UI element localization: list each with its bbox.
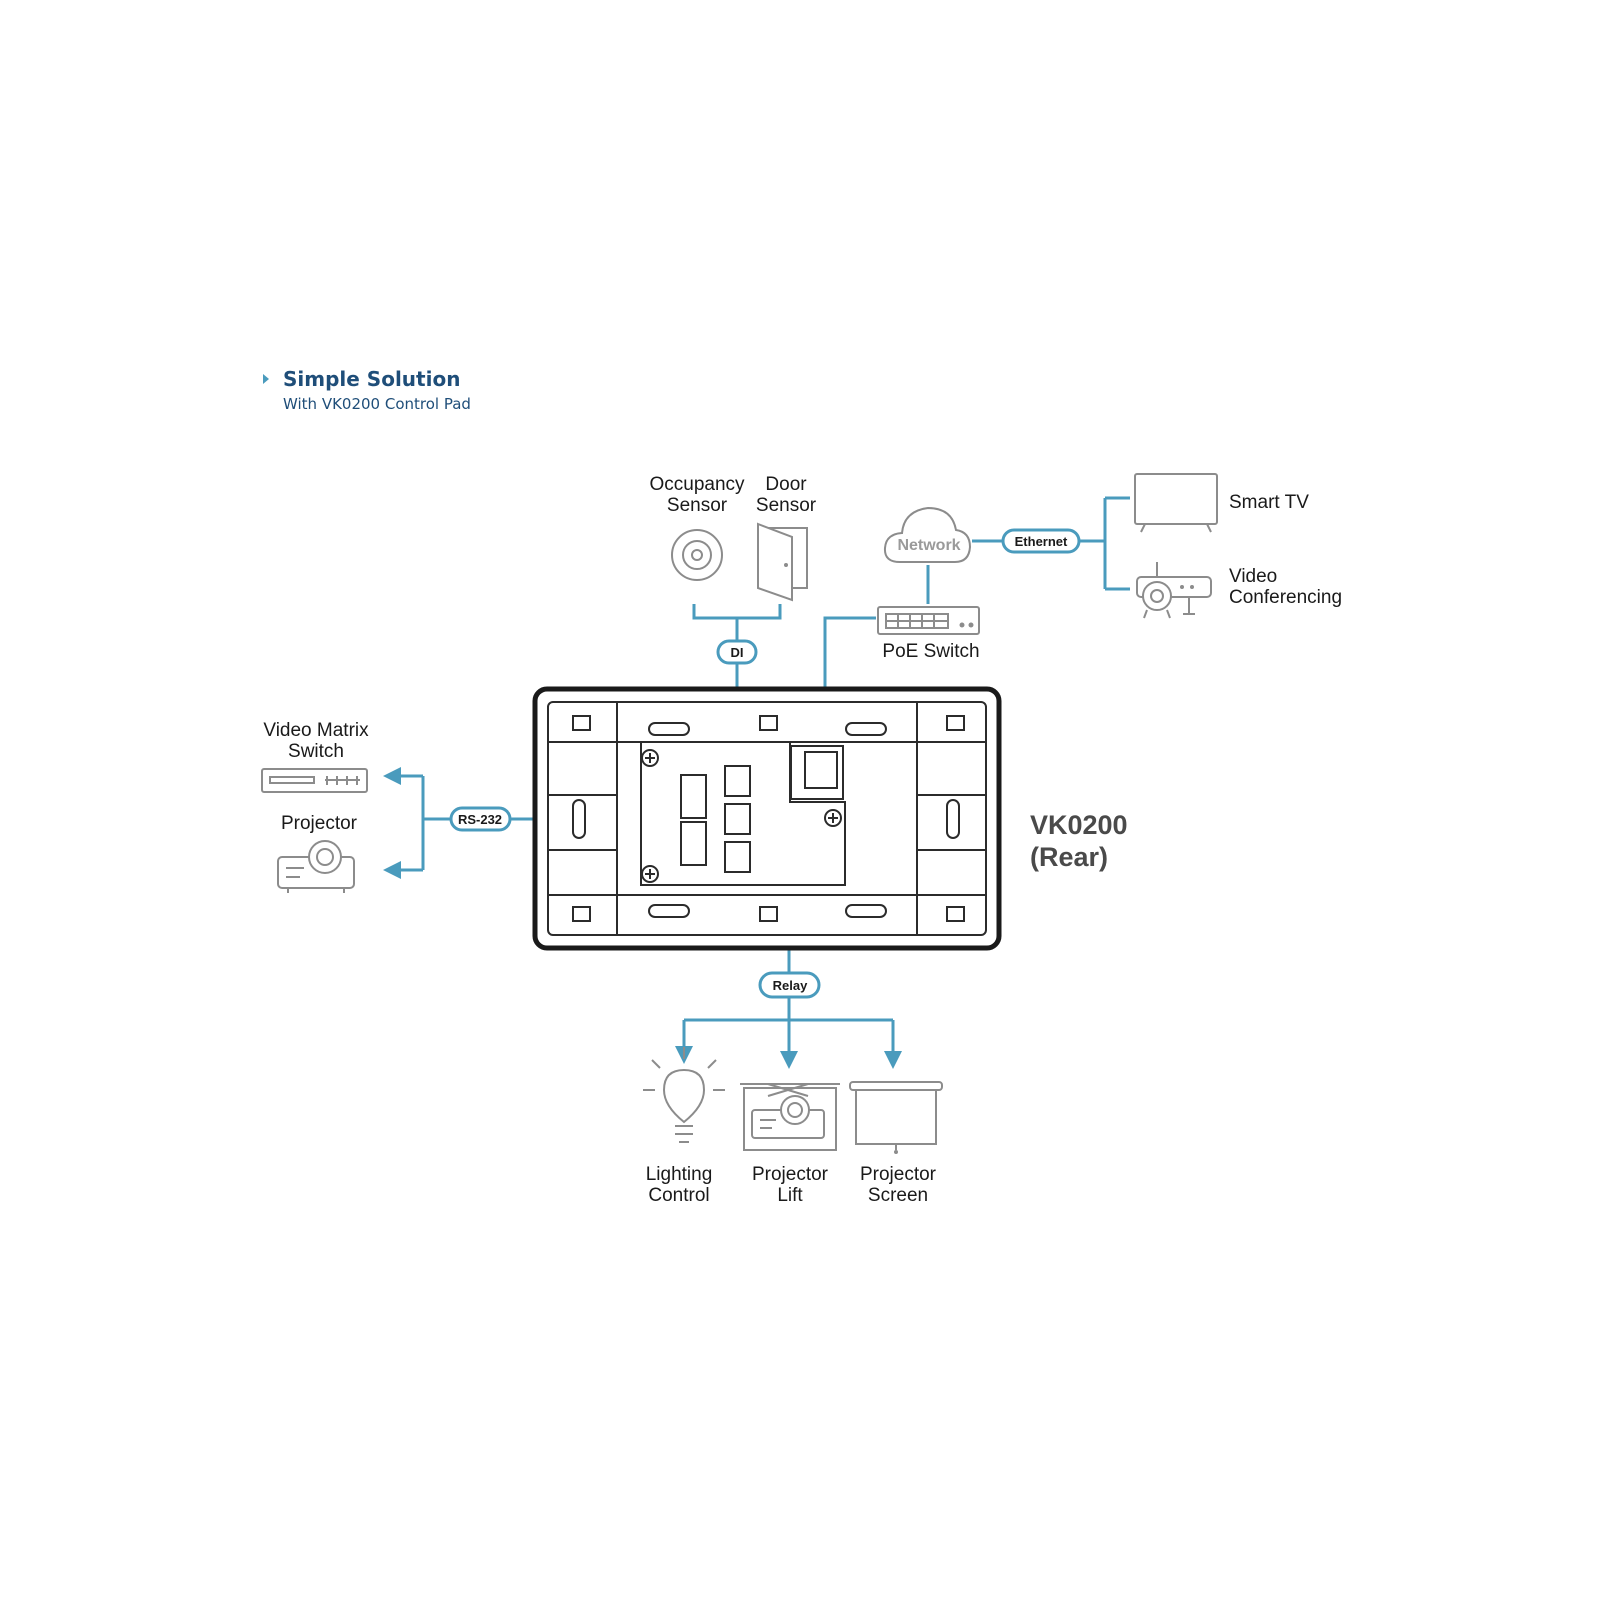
page-subtitle: With VK0200 Control Pad [283,395,471,413]
occupancy-sensor-icon [671,529,723,581]
door-sensor-label-1: Door [765,474,807,495]
pill-rs232: RS-232 [449,806,512,832]
occupancy-sensor: Occupancy Sensor [649,474,745,581]
network-switch-icon [877,606,980,635]
projector-lift-label-1: Projector [752,1164,829,1185]
light-bulb-icon [643,1047,725,1143]
lighting-control-label-1: Lighting [646,1164,713,1185]
pill-ethernet: Ethernet [1001,528,1081,554]
pill-rs232-label: RS-232 [458,812,502,827]
door-sensor: Door Sensor [756,474,817,602]
header: Simple Solution With VK0200 Control Pad [263,367,471,413]
smart-tv: Smart TV [1134,473,1309,533]
video-conferencing-label-2: Conferencing [1229,587,1342,608]
projector-lift-icon [740,1083,840,1151]
page-title: Simple Solution [283,367,460,391]
door-sensor-label-2: Sensor [756,495,817,516]
projector-lift: Projector Lift [740,1083,840,1206]
tv-icon [1134,473,1218,533]
pill-di: DI [716,639,758,665]
video-conferencing: Video Conferencing [1136,562,1342,619]
network-cloud: Network [883,506,972,563]
pill-relay-label: Relay [773,978,808,993]
video-matrix-switch-label-1: Video Matrix [263,720,369,741]
matrix-switch-icon [261,768,368,793]
door-icon [757,522,808,602]
projector: Projector [277,813,358,893]
projector-screen-label-2: Screen [868,1185,928,1206]
poe-switch-label: PoE Switch [882,641,979,662]
device-view: (Rear) [1030,842,1108,872]
pill-ethernet-label: Ethernet [1015,534,1068,549]
projector-screen-label-1: Projector [860,1164,937,1185]
device-name: VK0200 [1030,810,1128,840]
vk0200-rear-panel [532,686,1002,951]
lighting-control-label-2: Control [648,1185,709,1206]
occupancy-sensor-label-2: Sensor [667,495,728,516]
lighting-control: Lighting Control [643,1047,725,1206]
poe-switch: PoE Switch [877,606,980,662]
pill-di-label: DI [731,645,744,660]
network-label: Network [897,537,960,554]
video-conferencing-camera-icon [1136,562,1212,619]
smart-tv-label: Smart TV [1229,492,1309,513]
occupancy-sensor-label-1: Occupancy [649,474,745,495]
pill-relay: Relay [758,971,821,999]
bullet-arrow-icon [263,374,269,384]
projector-screen: Projector Screen [849,1081,943,1206]
projector-label: Projector [281,813,358,834]
projector-lift-label-2: Lift [777,1185,803,1206]
cloud-icon [883,506,972,563]
projector-screen-icon [849,1081,943,1154]
video-matrix-switch-label-2: Switch [288,741,344,762]
video-conferencing-label-1: Video [1229,566,1277,587]
projector-icon [277,840,355,893]
video-matrix-switch: Video Matrix Switch [261,720,369,793]
